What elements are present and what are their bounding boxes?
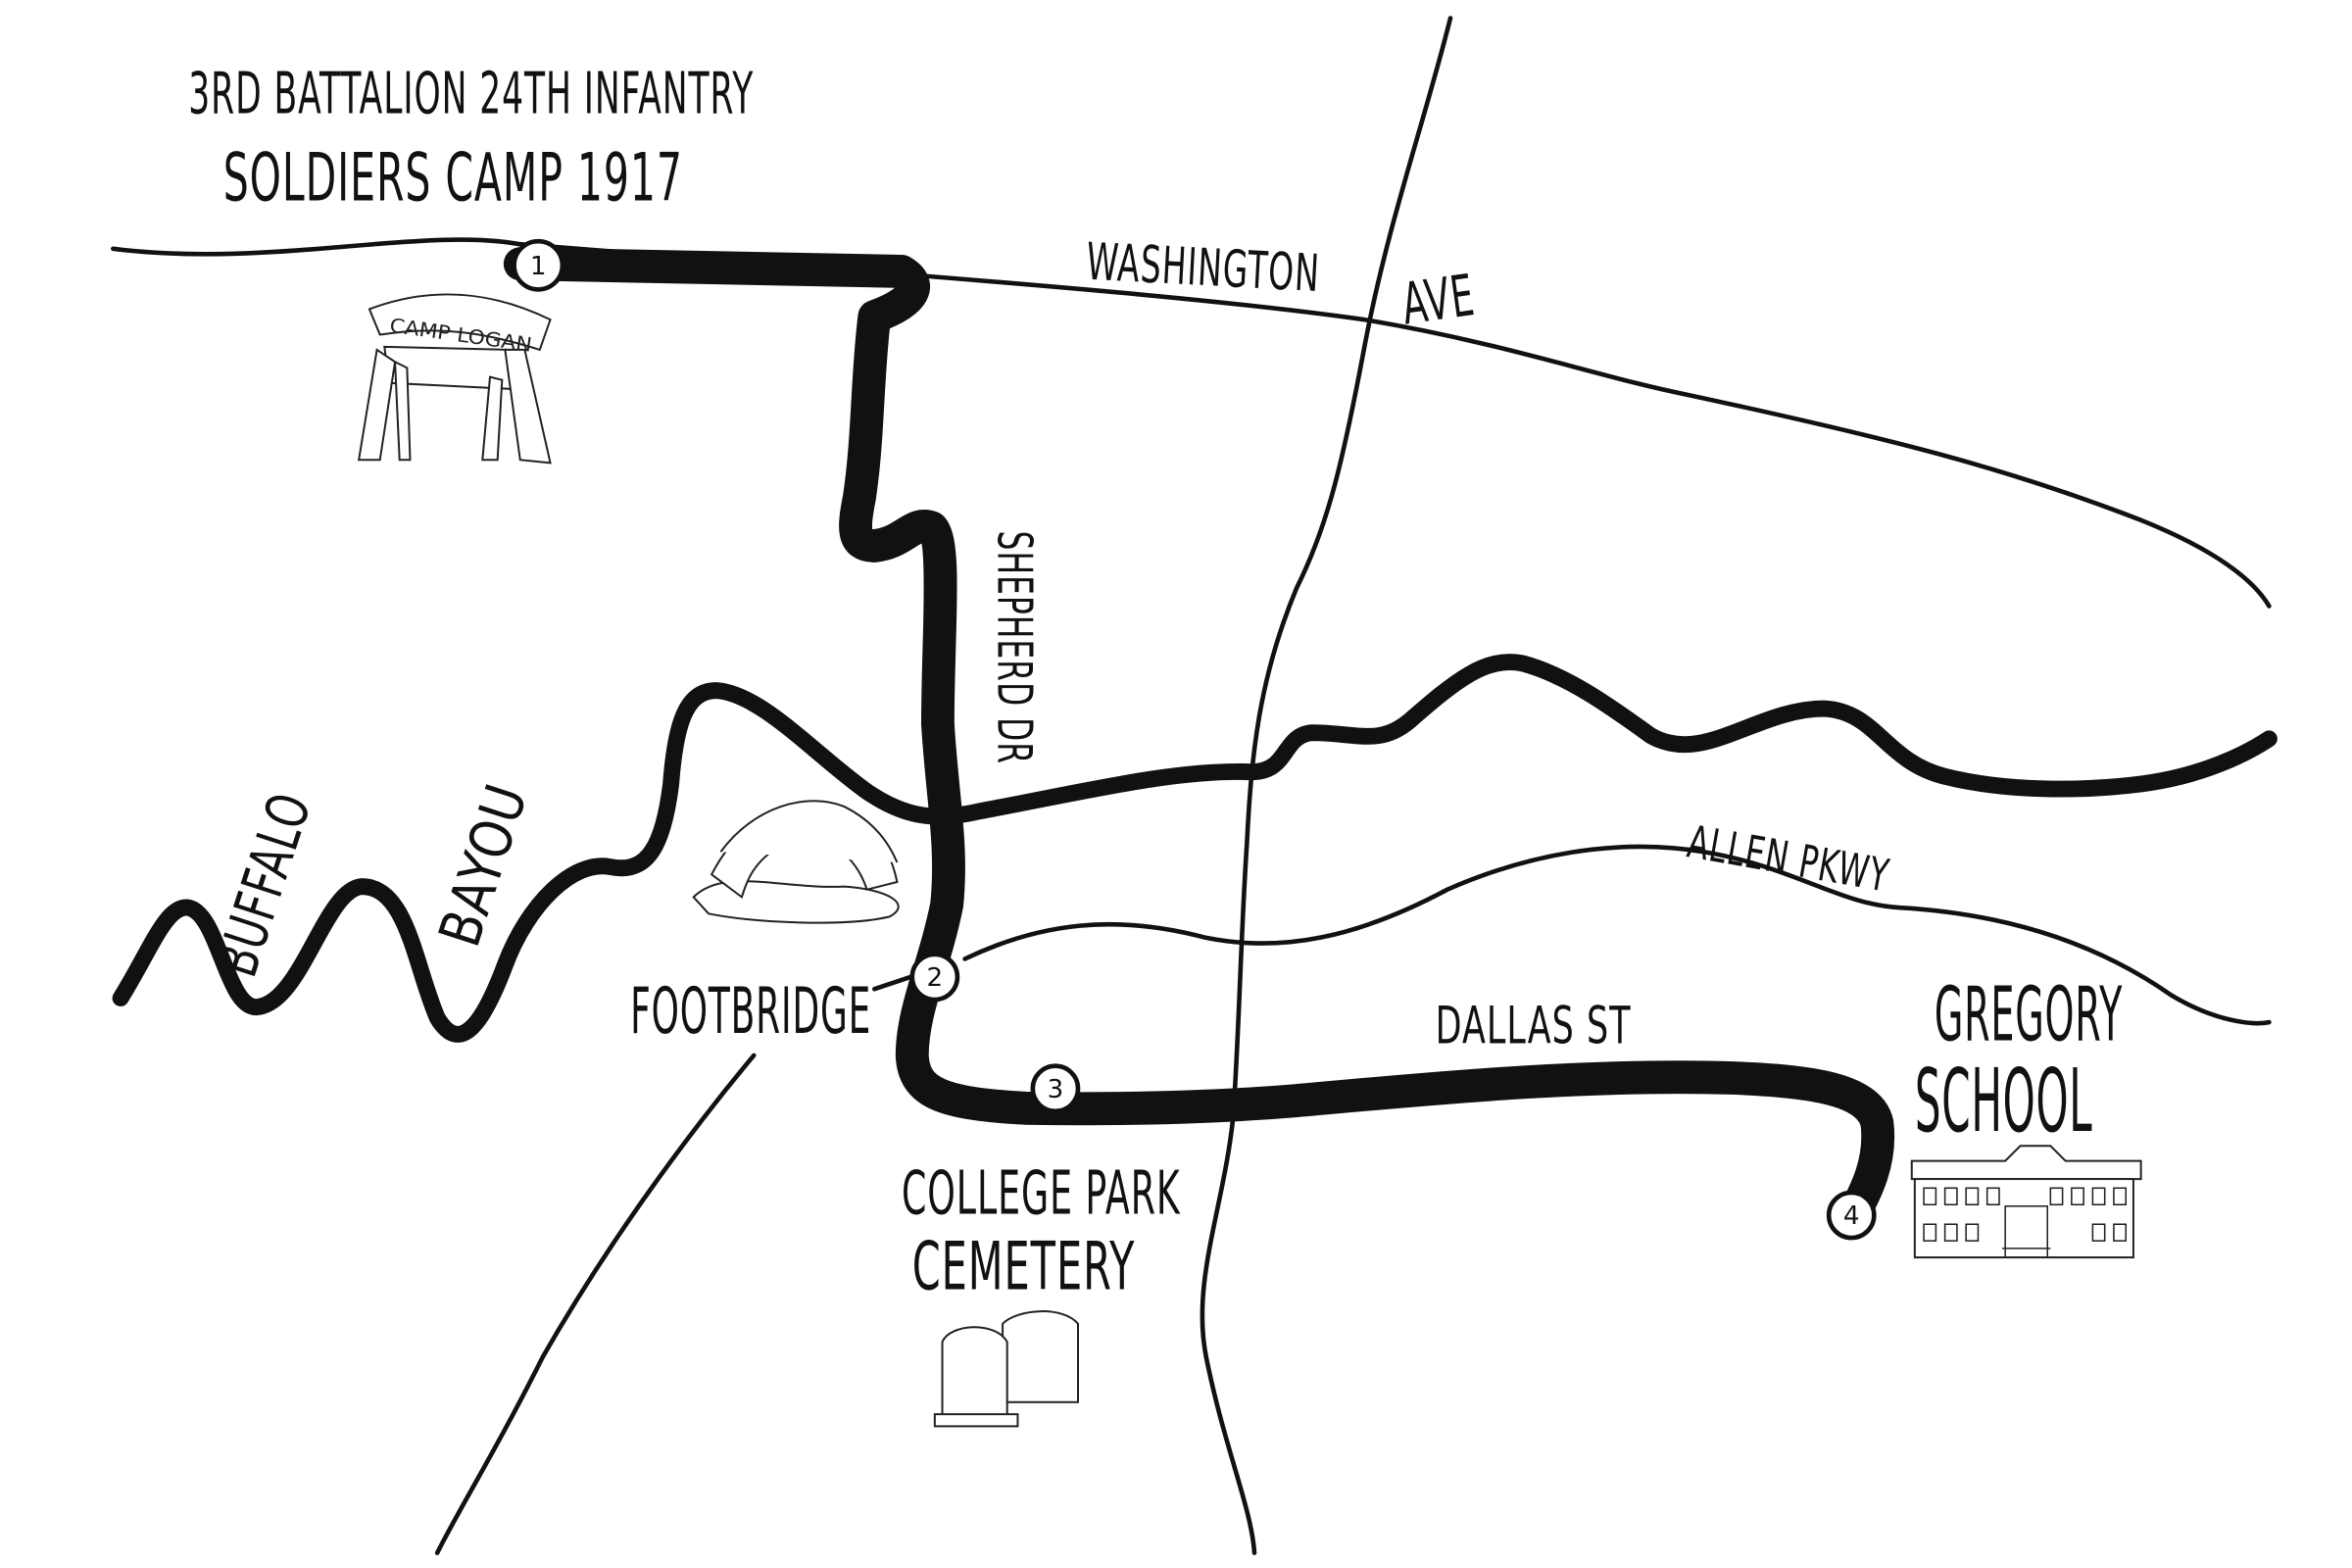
footbridge-label: FOOTBRIDGE [630,975,871,1049]
cemetery-label-line1: COLLEGE PARK [902,1157,1181,1228]
washington-ave-road [111,237,2272,609]
shepherd-dr-label: SHEPHERD DR [986,531,1043,764]
stop-marker-3[interactable]: 3 [1030,1063,1081,1114]
tombstones-illustration [933,1310,1079,1428]
allen-pkwy-label: ALLEN PKWY [1684,814,1893,902]
buffalo-bayou-river [112,654,2278,1043]
allen-pkwy-road [962,844,2272,1026]
ave-road [1200,16,1453,1555]
camp-logan-gate-illustration: CAMP LOGAN [357,293,552,465]
stop-marker-2[interactable]: 2 [909,952,960,1003]
stop-marker-1[interactable]: 1 [512,238,565,292]
map-title-line2: SOLDIERS CAMP 1917 [223,139,683,217]
march-route [503,247,1895,1235]
gregory-school-illustration [1910,1145,2142,1259]
lower-road [434,1053,757,1555]
svg-text:3: 3 [1048,1075,1064,1104]
svg-text:4: 4 [1843,1201,1860,1231]
school-label-line1: GREGORY [1935,972,2123,1059]
svg-text:2: 2 [927,963,944,993]
map-title-line1: 3RD BATTALION 24TH INFANTRY [188,60,754,126]
cemetery-label-line2: CEMETERY [912,1227,1136,1304]
school-label-line2: SCHOOL [1915,1051,2093,1152]
stop-marker-4[interactable]: 4 [1826,1190,1877,1241]
svg-text:1: 1 [530,252,547,281]
ave-label: AVE [1397,262,1479,338]
footbridge-illustration [692,800,900,924]
dallas-st-label: DALLAS ST [1436,997,1632,1056]
washington-label: WASHINGTON [1085,232,1321,304]
